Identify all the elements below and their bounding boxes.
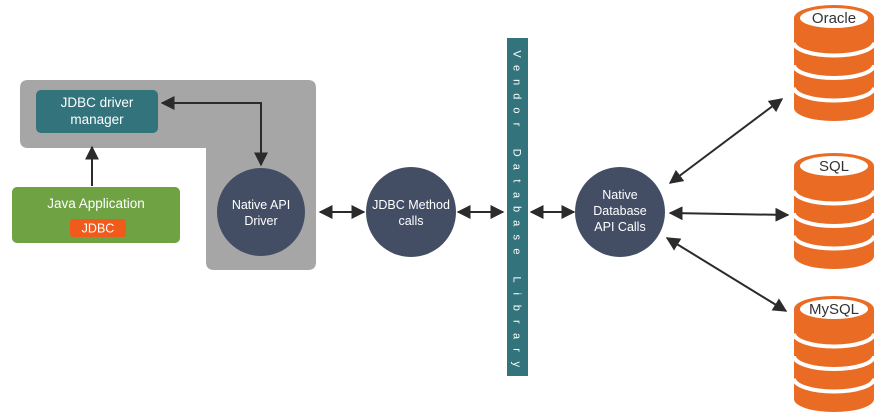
native-db-api-line3: API Calls bbox=[594, 220, 645, 234]
vendor-library-letter: e bbox=[511, 65, 523, 71]
arrow-to-oracle bbox=[668, 98, 784, 184]
arrow-to-mysql bbox=[665, 237, 788, 312]
vendor-library-letter: d bbox=[511, 93, 523, 99]
vendor-library-letter: a bbox=[511, 220, 523, 227]
vendor-library-letter: D bbox=[511, 149, 523, 157]
native-db-api-line2: Database bbox=[593, 204, 647, 218]
vendor-library-letter: y bbox=[511, 361, 523, 367]
arrow-to-sql bbox=[668, 206, 790, 222]
vendor-library-letter: a bbox=[511, 192, 523, 199]
jdbc-badge-label: JDBC bbox=[82, 222, 115, 236]
vendor-library-letter: r bbox=[511, 123, 523, 127]
database-label: SQL bbox=[819, 158, 849, 175]
vendor-library-letter: L bbox=[511, 277, 523, 283]
vendor-library-letter: r bbox=[511, 348, 523, 352]
vendor-library-letter: n bbox=[511, 79, 523, 85]
arrow-manager-to-native-driver bbox=[160, 96, 268, 167]
database-mysql-icon: MySQL bbox=[792, 296, 876, 412]
vendor-library-letter: a bbox=[511, 164, 523, 171]
driver-manager-label-line2: manager bbox=[70, 112, 124, 127]
jdbc-driver-manager-box: JDBC driver manager bbox=[36, 90, 158, 133]
vendor-library-letter: o bbox=[511, 107, 523, 113]
database-label: Oracle bbox=[812, 10, 856, 27]
jdbc-method-calls-line1: JDBC Method bbox=[372, 198, 450, 212]
vendor-library-letter: b bbox=[511, 305, 523, 311]
vendor-library-letter: V bbox=[511, 50, 523, 58]
vendor-library-letter: s bbox=[511, 235, 523, 241]
native-api-driver-line2: Driver bbox=[244, 214, 277, 228]
native-database-api-calls-node: Native Database API Calls bbox=[575, 167, 665, 257]
vendor-library-letter: a bbox=[511, 333, 523, 340]
jdbc-method-calls-node: JDBC Method calls bbox=[366, 167, 456, 257]
vendor-library-letter: i bbox=[511, 292, 523, 294]
jdbc-method-calls-line2: calls bbox=[398, 214, 423, 228]
vendor-library-letter: r bbox=[511, 320, 523, 324]
database-sql-icon: SQL bbox=[792, 153, 876, 269]
java-application-label: Java Application bbox=[47, 196, 145, 211]
vendor-library-letter: t bbox=[511, 179, 523, 182]
jdbc-badge bbox=[70, 219, 126, 237]
database-oracle-icon: Oracle bbox=[792, 5, 876, 121]
native-api-driver-node: Native API Driver bbox=[217, 168, 305, 256]
driver-manager-label-line1: JDBC driver bbox=[61, 95, 134, 110]
vendor-library-letter: b bbox=[511, 206, 523, 212]
database-label: MySQL bbox=[809, 301, 859, 318]
java-application-box: Java Application JDBC bbox=[12, 187, 180, 243]
native-db-api-line1: Native bbox=[602, 188, 637, 202]
native-api-driver-line1: Native API bbox=[232, 198, 290, 212]
vendor-library-letter: e bbox=[511, 248, 523, 254]
